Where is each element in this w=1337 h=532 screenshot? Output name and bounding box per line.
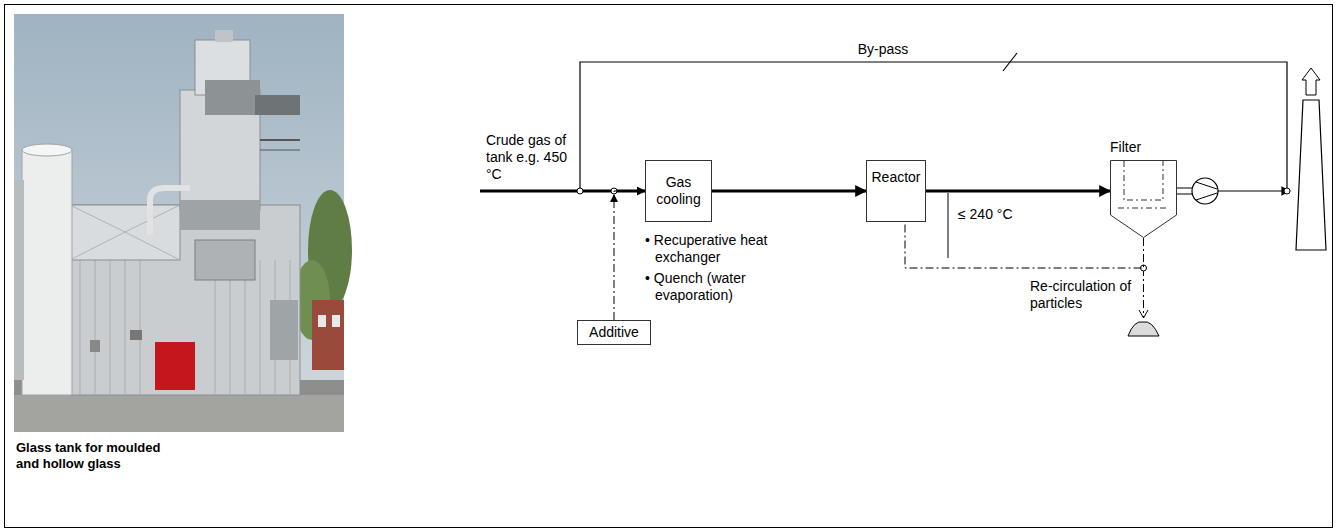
box-text: Gas cooling: [650, 174, 707, 208]
stack-symbol: [1296, 100, 1326, 250]
process-box: Gas cooling: [645, 160, 712, 222]
inlet-label: Crude gas of tank e.g. 450 °C: [486, 132, 572, 183]
fan-symbol: [1196, 182, 1217, 200]
recirculation-label: Re-circulation of particles: [1030, 278, 1134, 312]
dust-pile: [1128, 322, 1159, 336]
box-heading: Filter: [1110, 139, 1177, 156]
additive-box: Additive: [577, 320, 651, 345]
outlet-line: [1177, 194, 1192, 195]
temperature-tick: [948, 193, 949, 258]
reactor-box: Reactor: [866, 160, 926, 222]
outlet-line: [1177, 188, 1192, 189]
fan-symbol: [1192, 178, 1218, 204]
discharge-arrow: [1139, 310, 1148, 318]
photo-caption: Glass tank for moulded and hollow glass: [16, 440, 186, 472]
filter-box: Filter: [1110, 138, 1177, 238]
flow-connector: [712, 190, 866, 193]
discharge-line: [1143, 268, 1144, 318]
flow-connector: [905, 222, 1144, 268]
bullet-note: • Quench (water evaporation): [645, 270, 795, 304]
bypass-label: By-pass: [848, 41, 918, 58]
flow-connector: [614, 191, 645, 320]
box-text: Additive: [589, 324, 639, 341]
box-text: Reactor: [871, 169, 920, 186]
damper-symbol: [1003, 53, 1017, 71]
bullet-note: • Recuperative heat exchanger: [645, 232, 795, 266]
exhaust-arrow: [1302, 68, 1320, 95]
frame: [5, 5, 1333, 528]
temperature-label: ≤ 240 °C: [958, 206, 1038, 223]
flow-connector: [926, 190, 1110, 193]
stack-line: [1218, 190, 1290, 191]
photo: [14, 14, 352, 432]
